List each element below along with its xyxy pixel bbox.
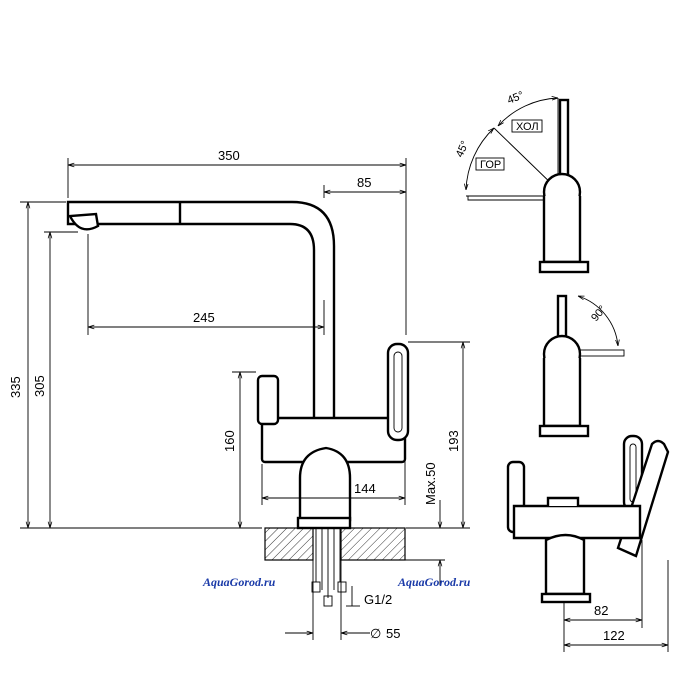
dim-width-total: 350 [218,148,240,163]
dim-depth-body: 82 [594,603,608,618]
side-flange [540,592,592,604]
diameter-symbol: ∅ [370,626,381,641]
dim-depth-total: 122 [603,628,625,643]
mixer-base [298,446,352,522]
aerator [68,212,100,231]
watermark-left: AquaGorod.ru [202,575,276,589]
left-handle [256,374,280,426]
arc-hot [466,128,494,190]
rotation-flange [538,424,590,438]
label-hot: ГОР [480,159,501,171]
base-flange [296,516,352,530]
dim-handle-height: 160 [222,430,237,452]
top-flange [538,260,590,274]
dim-spout-offset: 85 [357,175,371,190]
top-view: 45° 45° ХОЛ ГОР [454,89,590,274]
dim-body-width: 144 [354,481,376,496]
rotation-base [542,358,582,428]
lever-hot [467,195,553,201]
dim-spout-reach: 245 [193,310,215,325]
angle-hot: 45° [454,139,472,159]
side-view: 82 122 [506,434,670,652]
dim-counter-max: Max.50 [423,462,438,505]
side-base [544,533,586,596]
top-base [542,196,582,264]
supply-hoses [311,528,347,607]
dim-height-outlet: 305 [32,375,47,397]
dim-handle-top: 193 [446,430,461,452]
label-cold: ХОЛ [516,121,539,133]
side-body [512,504,642,540]
front-view: 350 85 245 335 305 160 193 Max.50 [8,148,470,641]
countertop-left [264,527,314,561]
dim-hole-diameter: 55 [386,626,400,641]
arc-rotation [578,295,618,346]
right-handle [386,342,410,442]
angle-rotation: 90° [589,303,609,323]
dim-height-total: 335 [8,376,23,398]
arc-cold [498,98,558,126]
watermark-right: AquaGorod.ru [397,575,471,589]
side-cap [546,496,580,506]
countertop-right [340,527,406,561]
rotation-view: 90° [538,294,625,438]
dim-thread: G1/2 [364,592,392,607]
right-handle-slot [393,351,403,433]
angle-cold: 45° [506,89,526,106]
